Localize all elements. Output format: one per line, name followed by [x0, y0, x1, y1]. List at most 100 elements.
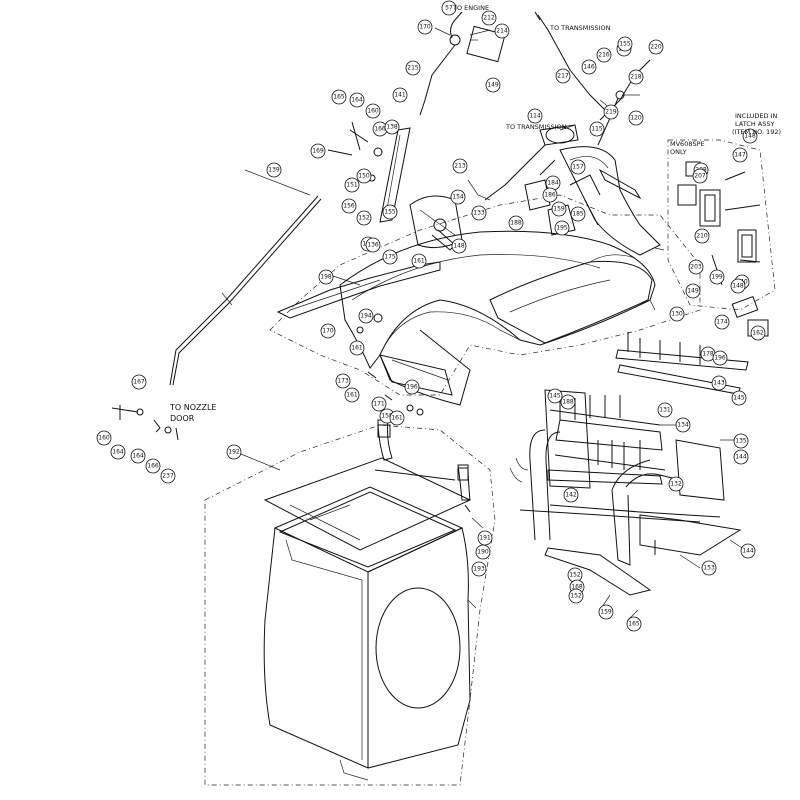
callout-number: 216 — [598, 52, 610, 59]
callout-bubble — [130, 448, 146, 464]
callout-bubble — [358, 308, 374, 324]
callout-215: 215 — [405, 60, 421, 76]
callout-bubble — [547, 388, 563, 404]
callout-number: 160 — [98, 435, 110, 442]
callout-196: 196 — [404, 379, 420, 395]
callout-bubble — [628, 69, 644, 85]
callout-166: 166 — [145, 458, 161, 474]
callout-135: 135 — [733, 433, 749, 449]
callout-133: 133 — [471, 205, 487, 221]
callout-175: 175 — [382, 249, 398, 265]
upper-housing — [339, 146, 661, 406]
callout-bubble — [145, 458, 161, 474]
callout-number: 161 — [391, 415, 403, 422]
callout-148: 148 — [451, 238, 467, 254]
callout-number: 152 — [358, 215, 370, 222]
callout-bubble — [471, 561, 487, 577]
callout-number: 166 — [147, 463, 159, 470]
grass-bag — [263, 486, 471, 781]
callout-bubble — [742, 128, 758, 144]
callout-bubble — [226, 444, 242, 460]
callout-number: 191 — [479, 535, 491, 542]
callout-bubble — [485, 77, 501, 93]
callout-number: 143 — [713, 380, 725, 387]
callout-number: 57 — [445, 5, 453, 12]
note-model-2: ONLY — [670, 148, 687, 156]
callout-bubble — [356, 168, 372, 184]
callout-bubble — [570, 206, 586, 222]
callout-bubble — [471, 205, 487, 221]
callout-bubble — [694, 228, 710, 244]
callout-number: 212 — [483, 15, 495, 22]
callout-number: 165 — [628, 621, 640, 628]
callout-191: 191 — [477, 530, 493, 546]
callout-number: 142 — [565, 492, 577, 499]
callout-193: 193 — [471, 561, 487, 577]
callout-bubble — [628, 110, 644, 126]
callout-number: 154 — [452, 194, 464, 201]
callout-number: 199 — [711, 274, 723, 281]
callout-number: 184 — [547, 180, 559, 187]
callout-number: 153 — [703, 565, 715, 572]
callout-155: 155 — [617, 36, 633, 52]
callout-bubble — [709, 269, 725, 285]
callout-57: 57 — [441, 0, 457, 16]
callout-bubble — [392, 87, 408, 103]
callout-number: 148 — [732, 283, 744, 290]
callout-bubble — [494, 23, 510, 39]
callout-161: 161 — [389, 410, 405, 426]
callout-number: 132 — [670, 481, 682, 488]
callout-148: 148 — [742, 128, 758, 144]
callout-162: 162 — [750, 325, 766, 341]
callout-143: 143 — [711, 375, 727, 391]
callout-number: 156 — [343, 203, 355, 210]
callout-237: 237 — [160, 468, 176, 484]
callout-167: 167 — [131, 374, 147, 390]
callout-184: 184 — [545, 175, 561, 191]
callout-152: 152 — [568, 588, 584, 604]
callout-bubble — [711, 375, 727, 391]
callout-number: 178 — [702, 351, 714, 358]
callout-bubble — [589, 121, 605, 137]
lower-chute-panel — [276, 261, 453, 396]
callout-number: 164 — [132, 453, 144, 460]
callout-number: 214 — [496, 28, 508, 35]
callout-bubble — [365, 237, 381, 253]
callout-bubble — [617, 36, 633, 52]
callout-bubble — [335, 373, 351, 389]
callout-number: 158 — [381, 413, 393, 420]
callout-number: 190 — [477, 549, 489, 556]
leader-lines — [235, 27, 743, 621]
callout-169: 169 — [310, 143, 326, 159]
callout-bubble — [341, 198, 357, 214]
callout-bubble — [675, 417, 691, 433]
callout-number: 164 — [112, 449, 124, 456]
callout-186: 186 — [542, 187, 558, 203]
callout-number: 188 — [510, 220, 522, 227]
callout-213: 213 — [452, 158, 468, 174]
callout-number: 149 — [487, 82, 499, 89]
callout-number: 144 — [735, 454, 747, 461]
callout-bubble — [668, 476, 684, 492]
callout-bubble — [570, 159, 586, 175]
callout-number: 134 — [677, 422, 689, 429]
callout-number: 145 — [549, 393, 561, 400]
callout-173: 173 — [335, 373, 351, 389]
callout-number: 166 — [374, 126, 386, 133]
callout-131: 131 — [657, 402, 673, 418]
callout-151: 151 — [344, 177, 360, 193]
callout-192: 192 — [226, 444, 242, 460]
callout-148: 148 — [730, 278, 746, 294]
callout-bubble — [110, 444, 126, 460]
callout-165: 165 — [331, 89, 347, 105]
callout-bubble — [382, 204, 398, 220]
callout-198: 198 — [318, 269, 334, 285]
note-to-transmission-mid: TO TRANSMISSION — [505, 123, 567, 131]
callout-bubble — [405, 60, 421, 76]
callout-number: 157 — [572, 164, 584, 171]
callout-144: 144 — [740, 543, 756, 559]
callout-bubble — [554, 220, 570, 236]
callout-146: 146 — [581, 59, 597, 75]
note-to-engine: TO ENGINE — [452, 4, 489, 12]
callout-171: 171 — [371, 396, 387, 412]
